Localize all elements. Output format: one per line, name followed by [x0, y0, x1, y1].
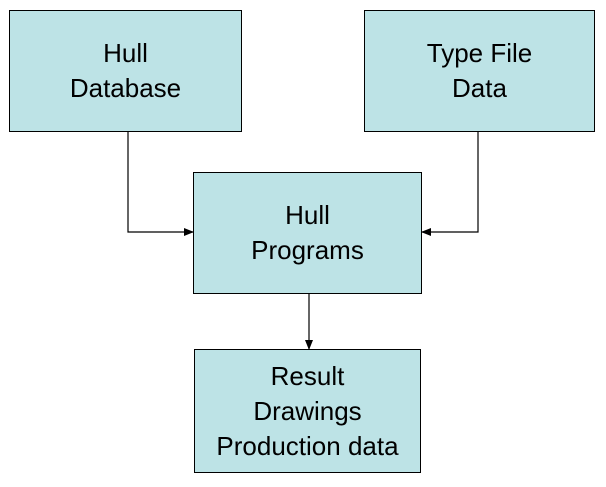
result-line-2: Drawings [253, 395, 362, 426]
connector-type-file-data-to-hull-programs [421, 132, 479, 236]
result-line-1: Result [270, 360, 345, 391]
type-file-data-line-1: Type File [426, 38, 533, 68]
hull-database-line-2: Database [69, 73, 182, 103]
hull-programs-line-2: Programs [251, 235, 364, 265]
type-file-data-box: Type File Data [364, 10, 595, 132]
hull-database-line-1: Hull [103, 38, 148, 68]
hull-programs-line-1: Hull [285, 200, 330, 230]
hull-database-box: Hull Database [9, 10, 242, 132]
type-file-data-line-2: Data [452, 73, 507, 103]
result-line-3: Production data [216, 430, 399, 461]
hull-programs-box: Hull Programs [193, 172, 422, 294]
result-box: Result Drawings Production data [194, 349, 421, 473]
connector-hull-database-to-hull-programs [127, 132, 194, 236]
